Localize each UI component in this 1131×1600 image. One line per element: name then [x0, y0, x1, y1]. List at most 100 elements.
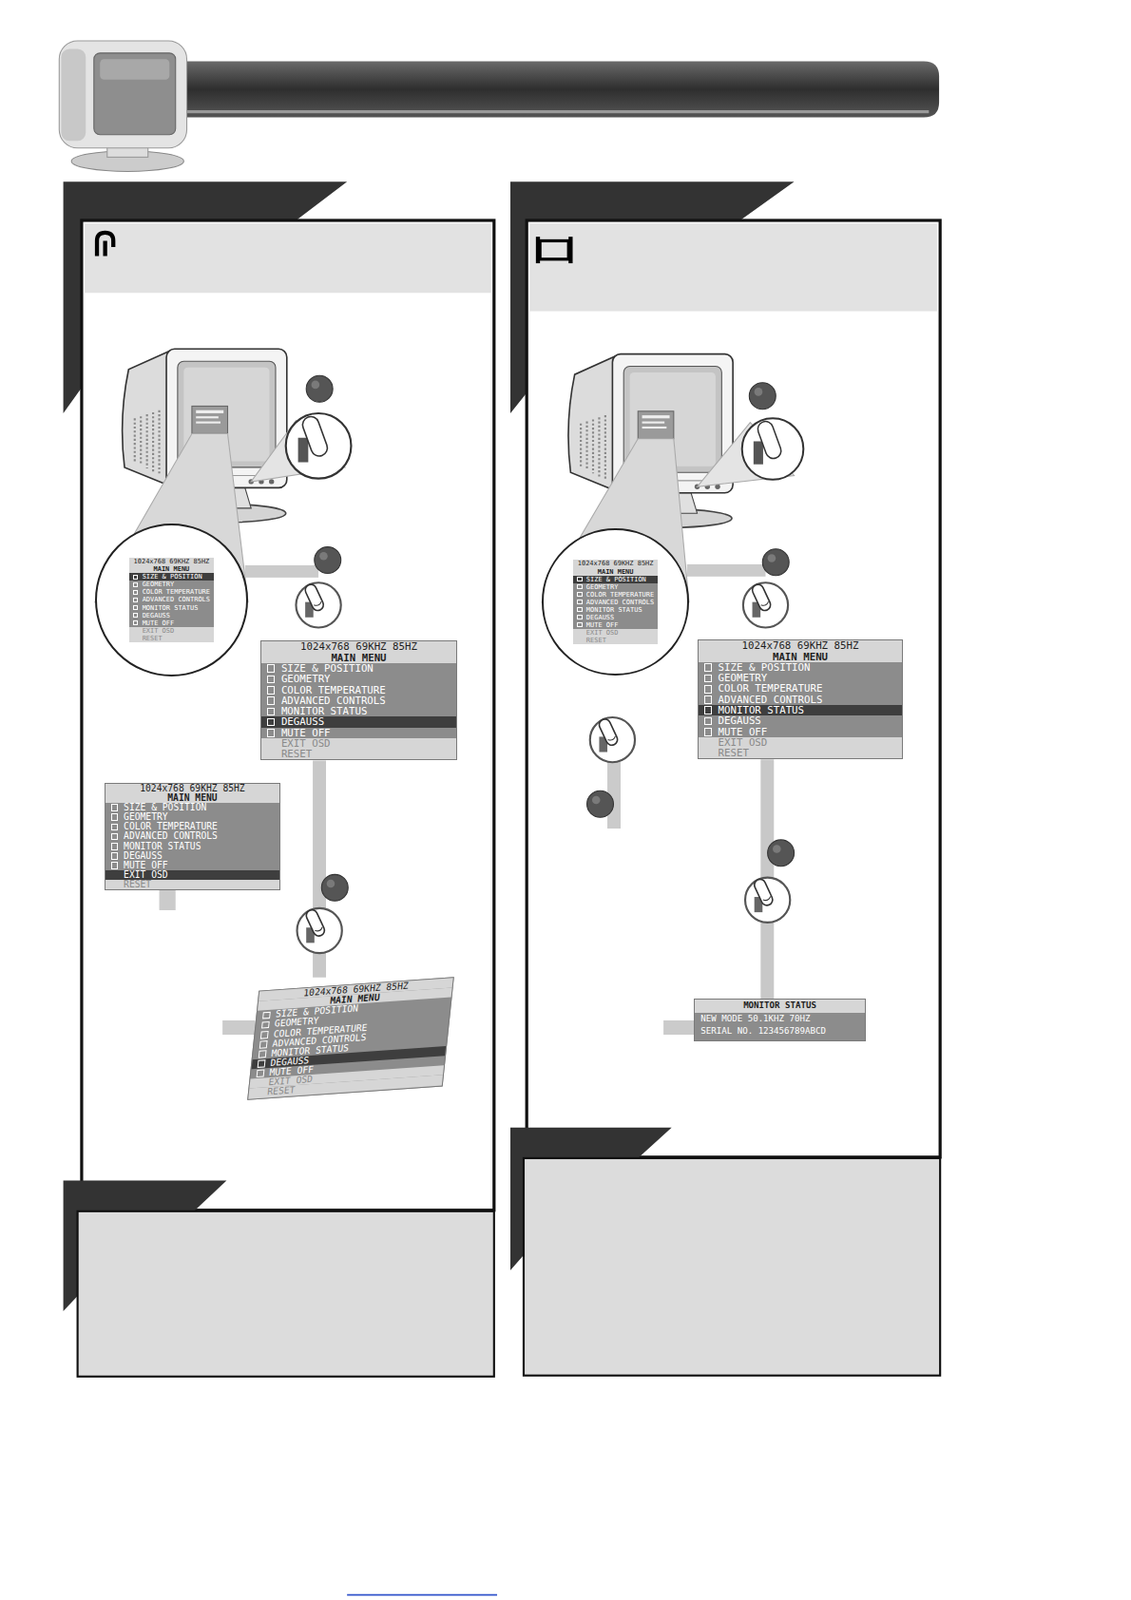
menu-text: MONITOR STATUS — [718, 704, 805, 717]
monitor-icon — [58, 40, 187, 149]
menu-row: MAIN MENU — [698, 651, 903, 663]
menu-row: MUTE OFF — [698, 727, 903, 738]
menu-text: DEGAUSS — [586, 613, 614, 622]
menu-text: DEGAUSS — [718, 714, 762, 728]
menu-text: MONITOR STATUS — [743, 1000, 817, 1011]
menu-icon — [576, 599, 583, 606]
header-bar — [153, 110, 929, 114]
menu-row: MUTE OFF — [105, 861, 281, 871]
menu-icon — [267, 696, 276, 706]
menu-icon — [267, 708, 276, 717]
menu-icon — [133, 597, 139, 604]
menu-row: GEOMETRY — [261, 673, 457, 685]
step-dot — [306, 375, 333, 403]
menu-icon — [256, 1070, 266, 1078]
finger-magnifier — [286, 413, 805, 480]
menu-row: MAIN MENU — [129, 565, 214, 574]
menu-icon — [111, 852, 119, 861]
menu-text: DEGAUSS — [281, 715, 325, 729]
menu-row: ADVANCED CONTROLS — [105, 831, 281, 842]
menu-text: RESET — [267, 1085, 296, 1098]
menu-row: GEOMETRY — [573, 583, 658, 592]
step-dot — [314, 547, 342, 575]
menu-icon — [704, 685, 713, 694]
menu-text: 1024x768 69KHZ 85HZ — [300, 640, 418, 653]
menu-text: ADVANCED CONTROLS — [586, 598, 654, 607]
guide-bar — [663, 1020, 696, 1036]
menu-text: RESET — [123, 879, 152, 890]
osd-menu: 1024x768 69KHZ 85HZMAIN MENUSIZE & POSIT… — [104, 783, 282, 892]
menu-row: MONITOR STATUS — [105, 842, 281, 852]
menu-text: MAIN MENU — [772, 651, 828, 664]
menu-row: SIZE & POSITION — [129, 573, 214, 581]
step-dot — [587, 790, 614, 818]
menu-panel: 1024x768 69KHZ 85HZMAIN MENUSIZE & POSIT… — [573, 559, 658, 644]
menu-text: EXIT OSD — [123, 869, 169, 881]
menu-row: GEOMETRY — [698, 672, 903, 684]
pressing-finger — [745, 878, 790, 923]
menu-row: EXIT OSD — [129, 627, 214, 635]
menu-icon — [133, 575, 139, 581]
menu-icon — [704, 663, 713, 672]
menu-icon — [267, 675, 276, 685]
menu-row: RESET — [129, 634, 214, 643]
menu-row: COLOR TEMPERATURE — [105, 822, 281, 832]
menu-row: RESET — [698, 747, 903, 759]
link-underline — [346, 1594, 498, 1596]
menu-row: ADVANCED CONTROLS — [573, 598, 658, 607]
menu-row: MONITOR STATUS — [573, 606, 658, 614]
menu-row: EXIT OSD — [698, 737, 903, 748]
menu-text: NEW MODE 50.1KHZ 70HZ — [700, 1014, 810, 1024]
menu-row: DEGAUSS — [698, 715, 903, 727]
menu-icon — [262, 1012, 271, 1020]
menu-icon — [111, 833, 119, 842]
menu-icon — [704, 674, 713, 684]
menu-row: MUTE OFF — [129, 619, 214, 628]
menu-row: MUTE OFF — [261, 728, 457, 739]
menu-row: EXIT OSD — [573, 629, 658, 637]
menu-icon — [267, 728, 276, 738]
menu-icon — [576, 592, 583, 598]
menu-text: COLOR TEMPERATURE — [281, 684, 386, 697]
menu-text: GEOMETRY — [586, 583, 619, 592]
menu-text: MUTE OFF — [586, 621, 619, 630]
osd-menu: 1024x768 69KHZ 85HZMAIN MENUSIZE & POSIT… — [697, 639, 904, 760]
menu-row: RESET — [105, 880, 281, 890]
menu-row: MONITOR STATUS — [129, 604, 214, 613]
menu-row: MONITOR STATUS — [261, 706, 457, 717]
menu-row: COLOR TEMPERATURE — [573, 591, 658, 599]
right-panel — [526, 220, 940, 1158]
right-panel — [568, 236, 573, 264]
menu-icon — [704, 728, 713, 737]
step-dot — [321, 874, 348, 901]
menu-row: 1024x768 69KHZ 85HZ — [261, 641, 457, 652]
menu-row: GEOMETRY — [105, 812, 281, 823]
menu-text: 1024x768 69KHZ 85HZ — [139, 783, 245, 794]
zoom-lens-menu: 1024x768 69KHZ 85HZMAIN MENUSIZE & POSIT… — [541, 528, 690, 676]
menu-icon — [111, 862, 119, 870]
menu-row: DEGAUSS — [129, 612, 214, 620]
menu-row: DEGAUSS — [105, 851, 281, 862]
menu-row: COLOR TEMPERATURE — [129, 588, 214, 596]
menu-text: RESET — [142, 634, 163, 643]
menu-text: GEOMETRY — [142, 580, 175, 589]
menu-text: 1024x768 69KHZ 85HZ — [577, 559, 654, 568]
left-note-box — [63, 1181, 495, 1378]
right-panel — [510, 181, 940, 1158]
menu-icon — [704, 706, 713, 715]
guide-bar — [245, 565, 319, 578]
menu-icon — [133, 582, 139, 589]
pressing-finger — [295, 582, 341, 628]
menu-row: GEOMETRY — [129, 580, 214, 589]
guide-bar — [607, 755, 621, 829]
menu-row: SIZE & POSITION — [573, 575, 658, 584]
zoom-lens-menu: 1024x768 69KHZ 85HZMAIN MENUSIZE & POSIT… — [95, 523, 249, 677]
menu-icon — [576, 576, 583, 583]
menu-text: MAIN MENU — [153, 565, 191, 574]
menu-text: ADVANCED CONTROLS — [142, 595, 211, 604]
menu-text: COLOR TEMPERATURE — [718, 682, 824, 695]
menu-text: GEOMETRY — [281, 672, 331, 686]
right-panel — [536, 236, 540, 264]
menu-row: COLOR TEMPERATURE — [261, 685, 457, 696]
menu-icon — [133, 605, 139, 612]
